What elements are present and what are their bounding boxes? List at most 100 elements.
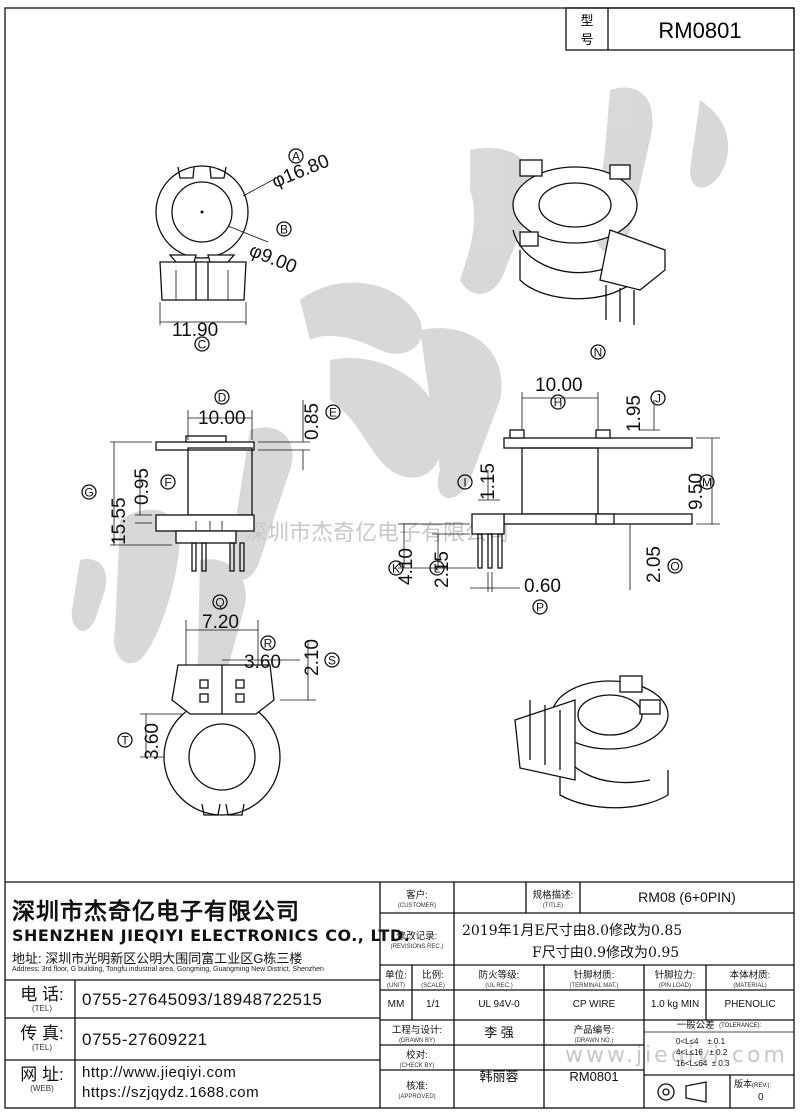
value-terminal: CP WIRE [572, 998, 616, 1010]
model-title-box: 型 号 RM0801 [565, 7, 795, 51]
web-key: 网 址: (WEB) [12, 1066, 72, 1093]
dim-K-value: 4.10 [396, 548, 417, 585]
company-address: 地址: 深圳市光明新区公明大围同富工业区G栋三楼 [12, 948, 302, 967]
web-sub: (WEB) [30, 1084, 54, 1093]
header-scale: 比例:(SCALE) [421, 969, 445, 989]
value-ul: UL 94V-0 [478, 998, 520, 1010]
dim-C-letter: C [198, 338, 207, 352]
header-ul: 防火等级:(UL REC.) [478, 969, 520, 989]
side-view [398, 392, 720, 592]
dim-E-letter: E [329, 406, 337, 420]
dim-I-value: 1.15 [478, 463, 499, 500]
dim-P-letter: P [536, 601, 544, 615]
web-url-1[interactable]: http://www.jieqiyi.com [82, 1064, 237, 1081]
dim-R-letter: R [264, 637, 273, 651]
drawn-by: 李 强 [484, 1024, 514, 1040]
tel-key: 电 话: (TEL) [12, 986, 72, 1013]
dim-B-value: φ9.00 [246, 240, 300, 278]
dim-L-letter: L [434, 562, 441, 576]
dim-J-value: 1.95 [624, 395, 645, 432]
address-label: 地址: [12, 951, 42, 966]
dim-T-letter: T [121, 734, 129, 748]
check-label-cell: 校对:(CHECK BY) [399, 1049, 435, 1069]
customer-sub: (CUSTOMER) [397, 902, 437, 909]
dim-J-letter: J [655, 392, 661, 406]
bottom-view [140, 620, 316, 816]
dim-D-value: 10.00 [198, 408, 246, 429]
dim-R-value: 3.60 [244, 652, 281, 673]
dim-F-value: 0.95 [132, 468, 153, 505]
dim-T-value: 3.60 [142, 723, 163, 760]
customer-value [454, 882, 526, 913]
drawn-label-cell: 工程与设计:(DRAWN BY) [391, 1024, 443, 1044]
revision-line-2: F尺寸由0.9修改为0.95 [532, 945, 680, 961]
version-value: 0 [758, 1092, 764, 1103]
iso-view-top [512, 159, 666, 325]
revision-line-1: 2019年1月E尺寸由8.0修改为0.85 [462, 923, 683, 939]
dim-I-letter: I [463, 476, 466, 490]
address-en: Address: 3rd floor, G building, Tongfu i… [12, 966, 324, 973]
company-name-en: SHENZHEN JIEQIYI ELECTRONICS CO., LTD. [12, 926, 411, 945]
dim-K-letter: K [392, 562, 400, 576]
dim-A-value: φ16.80 [269, 151, 332, 193]
dim-M-value: 9.50 [686, 473, 707, 510]
sheet-border [4, 7, 795, 1109]
dim-A-letter: A [292, 150, 300, 164]
dim-E-value: 0.85 [302, 403, 323, 440]
watermark-logo [71, 87, 729, 681]
fax-value: 0755-27609221 [82, 1030, 208, 1049]
fax-sub: (TEL) [32, 1043, 52, 1052]
model-label-2: 号 [580, 32, 593, 47]
dim-S-letter: S [328, 654, 336, 668]
title-block-grid [5, 881, 794, 1108]
web-url-2[interactable]: https://szjqydz.1688.com [82, 1084, 260, 1101]
dim-Q-value: 7.20 [202, 612, 239, 633]
header-pin-load: 针脚拉力:(PIN LOAD) [654, 969, 696, 989]
front-view [110, 400, 310, 572]
dim-O-value: 2.05 [644, 546, 665, 583]
dim-P-value: 0.60 [524, 576, 561, 597]
version-label: 版本(REV.): [734, 1079, 772, 1089]
title-sub: (TITLE) [542, 902, 564, 909]
customer-label: 客户: [406, 889, 428, 901]
dimension-labels: φ16.80 φ9.00 11.90 10.00 0.85 0.95 15.55… [109, 151, 707, 760]
dim-H-letter: H [554, 396, 563, 410]
revisions-label: 修改记录: [396, 931, 438, 943]
title-label-cell: 规格描述:(TITLE) [526, 882, 580, 913]
model-label-1: 型 [580, 13, 593, 28]
tolerance-list: 0<L≤4 ± 0.1 4<L≤16 ± 0.2 16<L≤64 ± 0.3 [676, 1037, 730, 1068]
dim-H-value: 10.00 [535, 375, 583, 396]
header-material: 本体材质:(MATERIAL) [729, 969, 771, 989]
watermark-text: 深圳市杰奇亿电子有限公司 [245, 521, 509, 546]
customer-label-cell: 客户:(CUSTOMER) [380, 882, 454, 913]
web-label: 网 址: [20, 1065, 64, 1084]
company-name-cn: 深圳市杰奇亿电子有限公司 [12, 899, 300, 925]
value-unit: MM [387, 998, 405, 1010]
tel-sub: (TEL) [32, 1004, 52, 1013]
dim-D-letter: D [218, 391, 227, 405]
dim-B-letter: B [280, 223, 288, 237]
value-pin-load: 1.0 kg MIN [650, 998, 700, 1010]
title-value: RM08 (6+0PIN) [638, 889, 736, 906]
dim-F-letter: F [164, 476, 171, 490]
dim-C-value: 11.90 [172, 320, 218, 341]
header-unit: 单位:(UNIT) [385, 969, 407, 989]
title-label: 规格描述: [532, 889, 574, 901]
dim-Q-letter: Q [215, 596, 224, 610]
watermark-url: www.jieqiyi.com [565, 1043, 788, 1068]
value-material: PHENOLIC [724, 998, 776, 1010]
dim-G-value: 15.55 [109, 497, 130, 545]
revisions-label-cell: 修改记录:(REVISIONS REC.) [380, 913, 454, 965]
model-number: RM0801 [658, 18, 741, 43]
tolerance-header: 一般公差 (TOLERANCE): [676, 1020, 762, 1032]
dim-S-value: 2.10 [302, 639, 323, 676]
address-cn: 深圳市光明新区公明大围同富工业区G栋三楼 [45, 951, 303, 966]
drawing-no-label-cell: 产品编号:(DRAWN NO.) [573, 1024, 615, 1044]
fax-key: 传 真: (TEL) [12, 1025, 72, 1052]
dim-N-letter: N [594, 346, 603, 360]
projection-symbol-icon [657, 1081, 707, 1103]
approved-label-cell: 核准:(APPROVED) [398, 1081, 436, 1101]
dim-G-letter: G [84, 486, 93, 500]
